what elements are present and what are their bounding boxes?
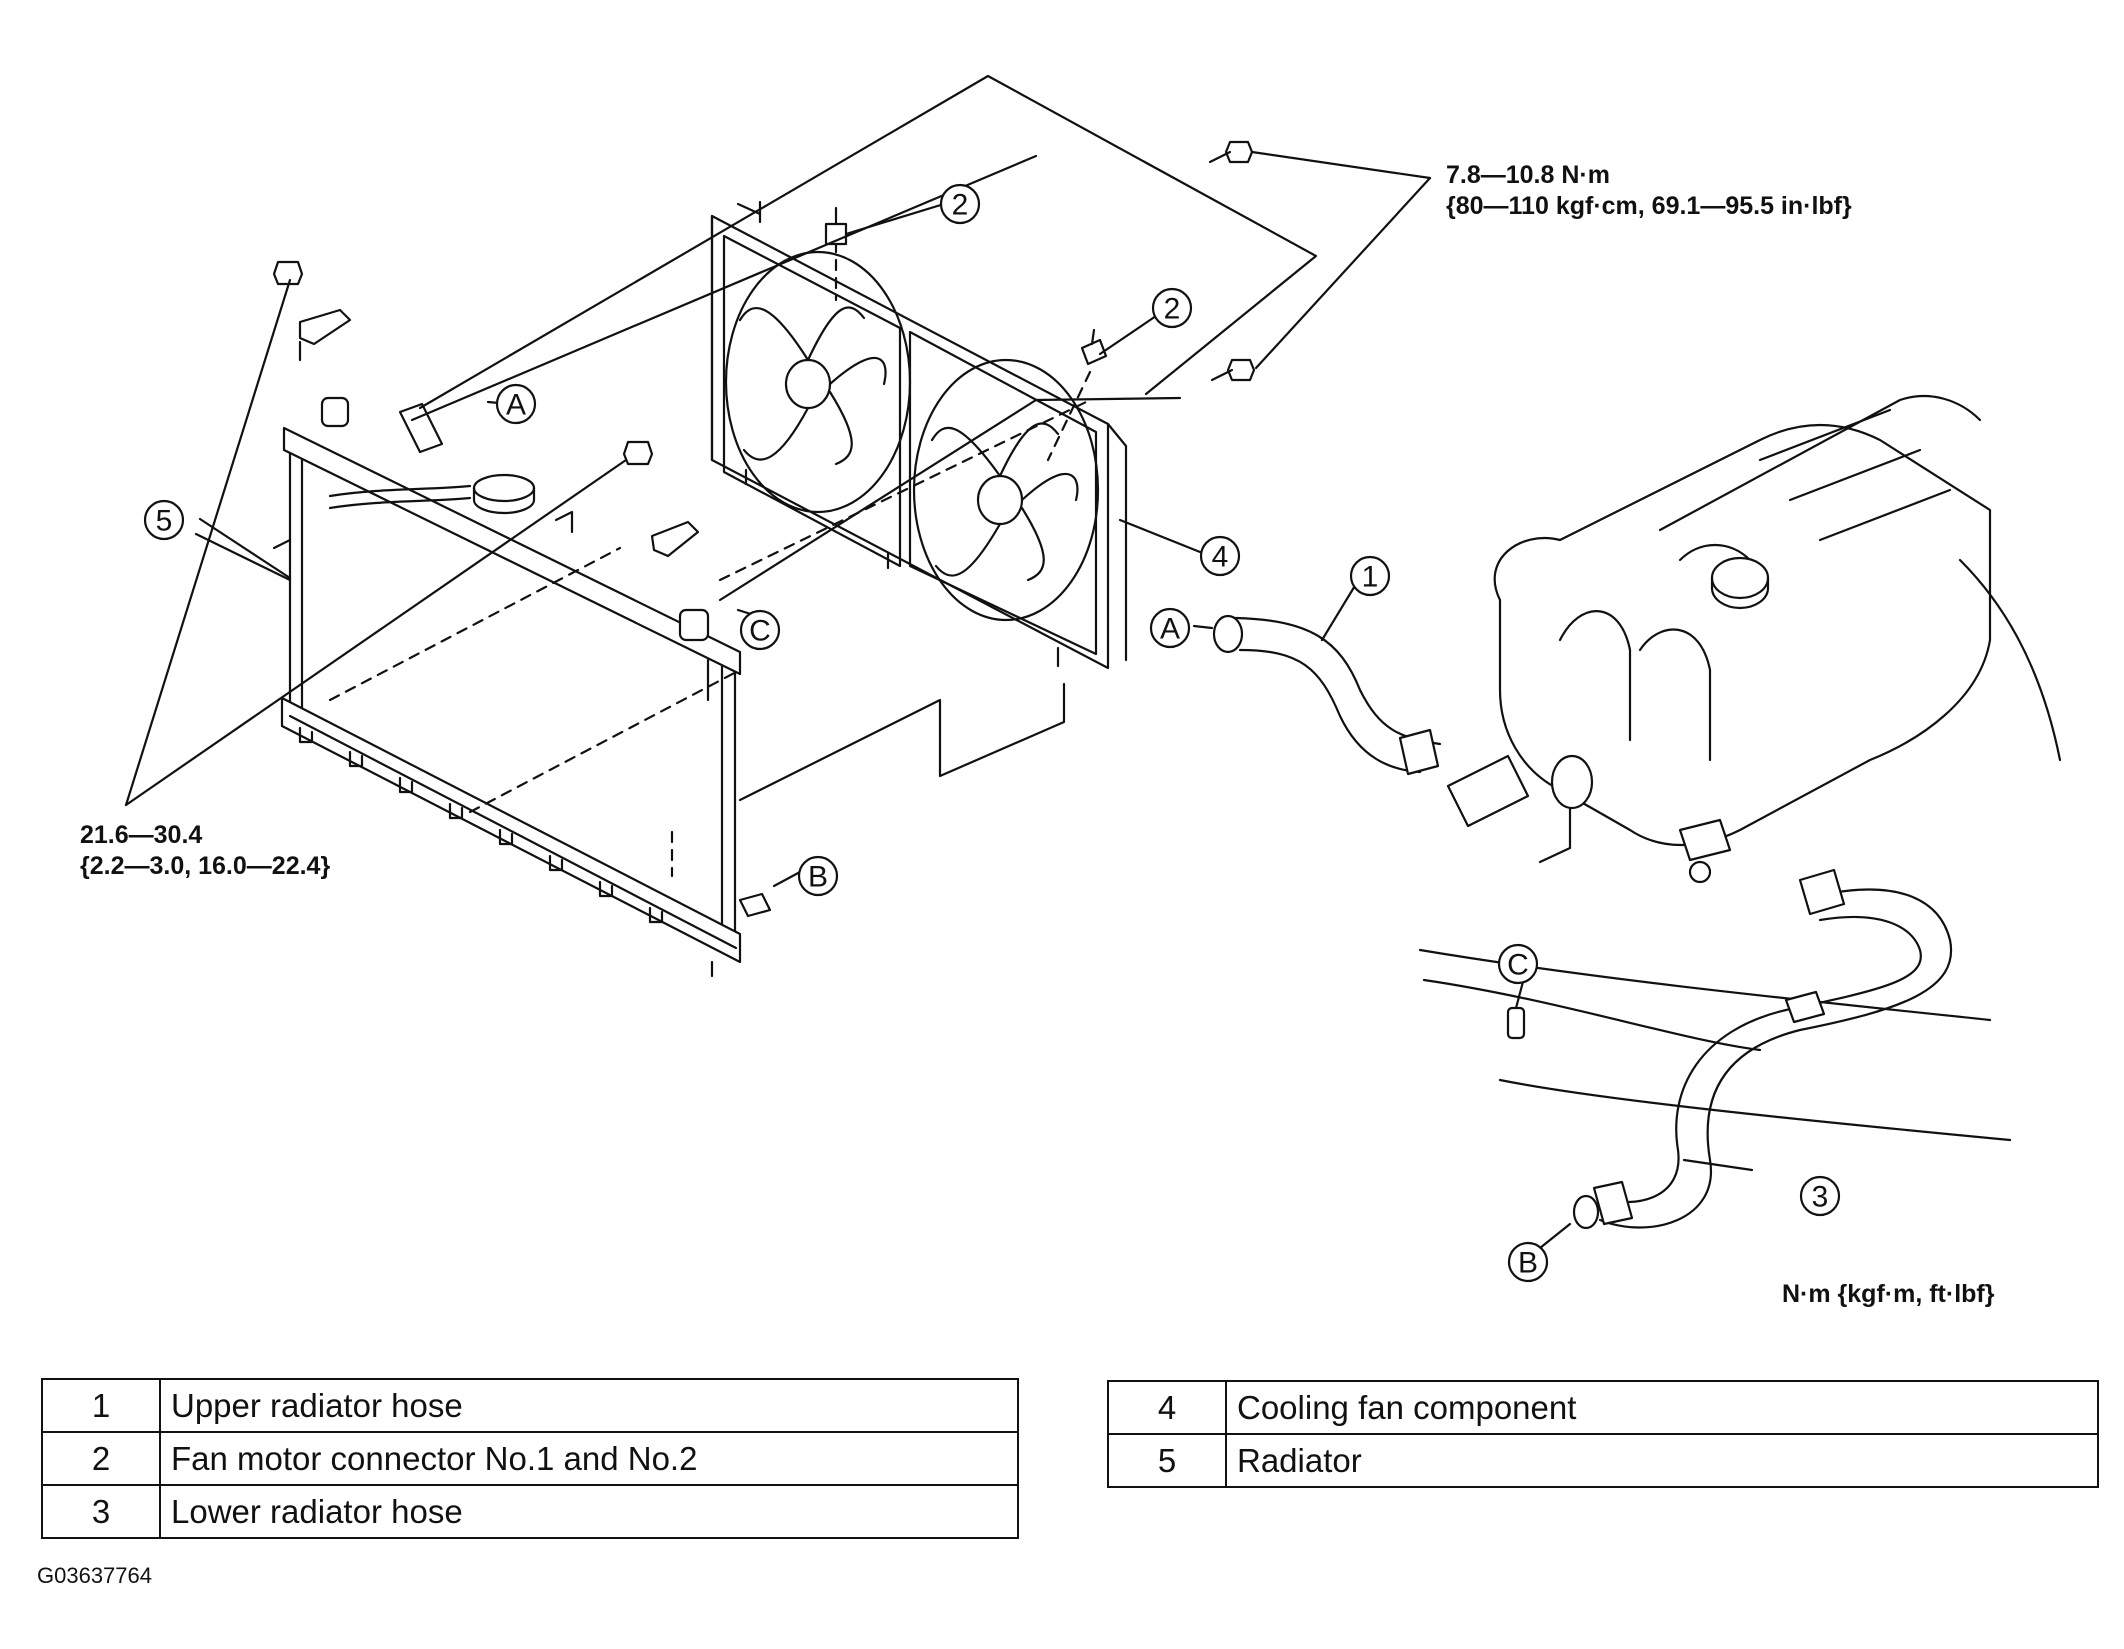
callout-circle-C1 xyxy=(739,609,781,651)
callout-circle-C2 xyxy=(1497,943,1539,985)
callout-circle-4 xyxy=(1199,535,1241,577)
callout-circle-5 xyxy=(143,499,185,541)
callout-C2: C xyxy=(1507,949,1529,982)
legend-num: 3 xyxy=(41,1484,161,1539)
torque-radiator-line1: 21.6—30.4 xyxy=(80,821,203,849)
torque-fan-line2: {80—110 kgf·cm, 69.1—95.5 in·lbf} xyxy=(1446,192,1852,220)
callout-circle-B1 xyxy=(797,855,839,897)
legend-num: 2 xyxy=(41,1431,161,1486)
callout-3: 3 xyxy=(1812,1181,1829,1214)
callout-A1: A xyxy=(506,389,526,422)
upper-radiator-hose xyxy=(1212,614,1442,776)
callout-circle-A2 xyxy=(1149,607,1191,649)
legend-num: 5 xyxy=(1107,1433,1227,1488)
torque-fan-line1: 7.8—10.8 N·m xyxy=(1446,161,1610,189)
callout-C1: C xyxy=(749,615,771,648)
leader-lines xyxy=(124,150,1432,807)
legend-desc: Lower radiator hose xyxy=(159,1484,1019,1539)
callout-labels: 1 2 2 3 4 5 A A B B C C xyxy=(156,189,1829,1280)
legend-table-left: 1 Upper radiator hose 2 Fan motor connec… xyxy=(41,1378,1019,1539)
torque-fan-bolts: 7.8—10.8 N·m {80—110 kgf·cm, 69.1—95.5 i… xyxy=(1446,160,1852,222)
legend-table-right: 4 Cooling fan component 5 Radiator xyxy=(1107,1380,2099,1488)
legend-num: 1 xyxy=(41,1378,161,1433)
radiator xyxy=(280,396,772,978)
table-row: 2 Fan motor connector No.1 and No.2 xyxy=(41,1431,1019,1486)
table-row: 1 Upper radiator hose xyxy=(41,1378,1019,1433)
legend-desc: Radiator xyxy=(1225,1433,2099,1488)
callout-A2: A xyxy=(1160,613,1180,646)
torque-radiator-line2: {2.2—3.0, 16.0—22.4} xyxy=(80,852,331,880)
table-row: 4 Cooling fan component xyxy=(1107,1380,2099,1435)
callout-B1: B xyxy=(808,861,828,894)
table-row: 5 Radiator xyxy=(1107,1433,2099,1488)
callout-circle-1 xyxy=(1349,555,1391,597)
legend-desc: Cooling fan component xyxy=(1225,1380,2099,1435)
callout-circle-2a xyxy=(939,183,981,225)
legend-desc: Upper radiator hose xyxy=(159,1378,1019,1433)
units-note: N·m {kgf·m, ft·lbf} xyxy=(1782,1280,1995,1308)
cooling-fan-component xyxy=(410,74,1318,802)
table-row: 3 Lower radiator hose xyxy=(41,1484,1019,1539)
lower-radiator-hose xyxy=(1422,868,1953,1230)
torque-radiator-nuts: 21.6—30.4 {2.2—3.0, 16.0—22.4} xyxy=(80,820,330,882)
callout-5: 5 xyxy=(156,505,173,538)
callout-B2: B xyxy=(1518,1247,1538,1280)
callout-circle-2b xyxy=(1151,287,1193,329)
legend-desc: Fan motor connector No.1 and No.2 xyxy=(159,1431,1019,1486)
callout-4: 4 xyxy=(1212,541,1229,574)
callout-circle-B2 xyxy=(1507,1241,1549,1283)
callout-2a: 2 xyxy=(952,189,969,222)
engine xyxy=(1418,395,2062,1142)
callout-1: 1 xyxy=(1362,561,1379,594)
callout-circle-3 xyxy=(1799,1175,1841,1217)
figure-code: G03637764 xyxy=(37,1563,152,1588)
callout-circles xyxy=(143,183,1841,1283)
mount-hardware xyxy=(272,260,700,558)
legend-num: 4 xyxy=(1107,1380,1227,1435)
callout-circle-A1 xyxy=(495,383,537,425)
callout-2b: 2 xyxy=(1164,293,1181,326)
